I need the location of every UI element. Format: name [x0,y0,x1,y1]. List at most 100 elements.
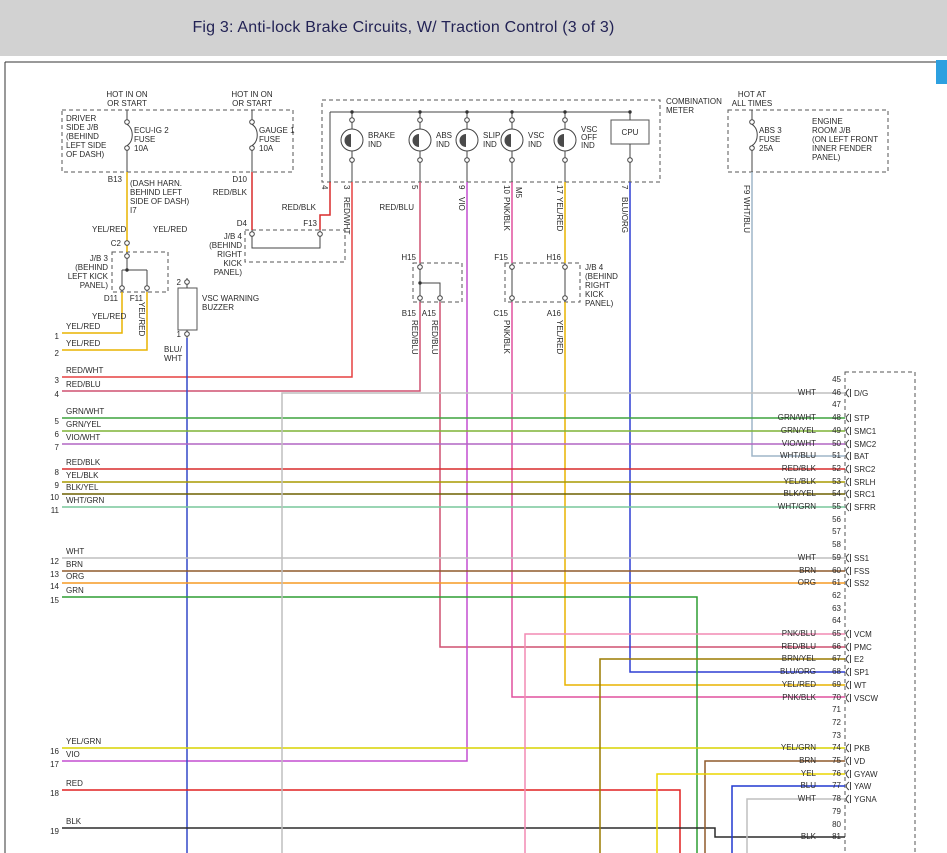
pin-signal-69: WT [854,681,867,690]
pin-terminal-icon-49 [845,426,850,436]
pin-signal-49: SMC1 [854,427,877,436]
terminal-circle [509,295,515,301]
label-wht: WHT [164,354,182,363]
pin-wire-label-49: GRN/YEL [781,426,817,435]
box-cpu [610,119,650,145]
pin-signal-66: PMC [854,643,872,652]
pin-wire-label-61: ORG [798,578,816,587]
left-wire-number-14: 14 [50,582,59,591]
label-left-kick: LEFT KICK [68,272,109,281]
label-a15: A15 [422,309,437,318]
lamp-abs-ind-icon [408,128,432,152]
box-jb4-right-kick-c [504,262,581,303]
pin-number-63: 63 [832,604,841,613]
wire-brn-pin75 [704,760,845,853]
pin-wire-label-76: YEL [801,769,817,778]
label-i7: I7 [130,206,137,215]
left-wire-number-8: 8 [55,468,60,477]
label-gauge-1: GAUGE 1 [259,126,295,135]
pin-signal-74: PKB [854,744,870,753]
label-brake: BRAKE [368,131,395,140]
pin-number-55: 55 [832,502,841,511]
terminal-circle [464,117,470,123]
label-5: 5 [410,185,419,190]
terminal-circle [509,157,515,163]
pin-signal-67: E2 [854,655,864,664]
label-wht-blu: WHT/BLU [742,197,751,233]
label-pnk-blk: PNK/BLK [502,320,511,354]
label-j-b-4: J/B 4 [224,232,243,241]
pin-wire-label-67: BRN/YEL [782,654,817,663]
pin-wire-label-50: VIO/WHT [782,439,816,448]
pin-wire-label-78: WHT [798,794,816,803]
pin-wire-label-65: PNK/BLU [782,629,816,638]
label-ind: IND [581,141,595,150]
pin-number-67: 67 [832,654,841,663]
terminal-circle [249,231,255,237]
wire-red-w18 [62,789,681,853]
label-panel: PANEL) [812,153,841,162]
pin-terminal-icon-69 [845,680,850,690]
left-wire-number-7: 7 [55,443,60,452]
label-yel-red: YEL/RED [555,320,564,354]
terminal-circle [562,264,568,270]
left-wire-label-4: RED/BLU [66,380,101,389]
pin-terminal-icon-68 [845,667,850,677]
label-abs-3: ABS 3 [759,126,782,135]
terminal-circle [349,157,355,163]
terminal-circle [437,295,443,301]
pin-wire-label-52: RED/BLK [782,464,817,473]
label-4: 4 [320,185,329,190]
label-dash-harn: (DASH HARN. [130,179,182,188]
terminal-circle [124,253,130,259]
label-10: 10 [502,185,511,194]
pin-number-58: 58 [832,540,841,549]
pin-number-66: 66 [832,642,841,651]
pin-number-59: 59 [832,553,841,562]
label-panel: PANEL) [214,268,243,277]
pin-wire-label-51: WHT/BLU [780,451,816,460]
scrollbar-thumb[interactable] [936,60,947,84]
label-all-times: ALL TIMES [732,99,772,108]
pin-number-71: 71 [832,705,841,714]
wire-blk-w19 [62,827,845,838]
label-7: 7 [620,185,629,190]
terminal-circle [124,240,130,246]
pin-number-68: 68 [832,667,841,676]
terminal-circle [562,157,568,163]
pin-terminal-icon-74 [845,743,850,753]
pin-wire-label-48: GRN/WHT [778,413,816,422]
pin-number-64: 64 [832,616,841,625]
pin-terminal-icon-77 [845,781,850,791]
label-right: RIGHT [217,250,242,259]
terminal-circle [317,231,323,237]
pin-number-74: 74 [832,743,841,752]
pin-number-60: 60 [832,566,841,575]
box-combination-meter [321,99,661,183]
lamp-vsc-off-ind-icon [553,128,577,152]
terminal-circle [417,157,423,163]
pin-signal-75: VD [854,757,865,766]
label-blu-org: BLU/ORG [620,197,629,233]
left-wire-label-15: GRN [66,586,84,595]
left-wire-number-19: 19 [50,827,59,836]
wire-vio-pin9 [62,182,468,762]
junction-dot [510,110,514,114]
pin-terminal-icon-54 [845,489,850,499]
figure-title: Fig 3: Anti-lock Brake Circuits, W/ Trac… [192,19,615,36]
terminal-circle [627,157,633,163]
pin-number-61: 61 [832,578,841,587]
label-ind: IND [483,140,497,149]
left-wire-label-18: RED [66,779,83,788]
pin-number-49: 49 [832,426,841,435]
label-b15: B15 [402,309,417,318]
label-m5: M5 [514,187,523,199]
left-wire-number-10: 10 [50,493,59,502]
pin-signal-50: SMC2 [854,440,877,449]
pin-number-72: 72 [832,718,841,727]
pin-number-45: 45 [832,375,841,384]
label-hot-in-on: HOT IN ON [231,90,272,99]
pin-wire-label-46: WHT [798,388,816,397]
pin-wire-label-81: BLK [801,832,817,841]
left-wire-number-18: 18 [50,789,59,798]
